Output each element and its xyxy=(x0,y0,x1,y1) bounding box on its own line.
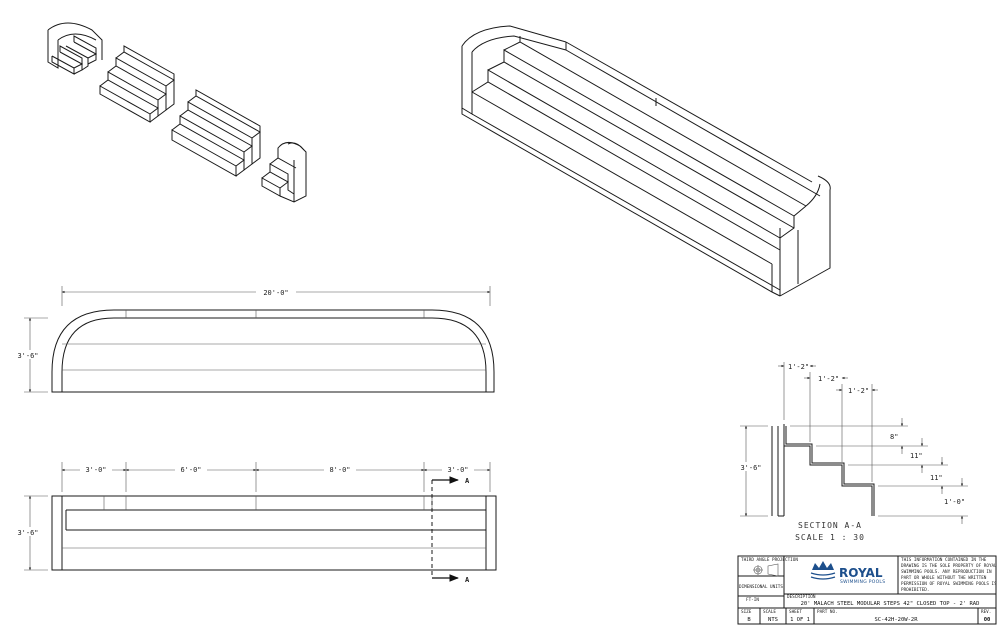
revision-label: REV. xyxy=(981,609,991,615)
title-block: THIRD ANGLE PROJECTION DIMENSIONAL UNITS… xyxy=(737,555,997,625)
assembly-isometric xyxy=(461,25,831,297)
projection-label: THIRD ANGLE PROJECTION xyxy=(741,557,798,563)
section-title: SECTION A-A xyxy=(798,521,862,530)
brand-subtitle: SWIMMING POOLS xyxy=(840,579,885,585)
section-tread-2-dimension: 1'-2" xyxy=(818,375,839,383)
section-riser-1-dimension: 8" xyxy=(890,433,898,441)
size-label: SIZE xyxy=(741,609,752,615)
front-segment-3-dimension: 8'-0" xyxy=(329,466,350,474)
front-depth-dimension: 3'-6" xyxy=(17,529,38,537)
module-straight-1-iso xyxy=(99,45,175,123)
plan-view: 20'-0" 3'-6" xyxy=(14,286,495,393)
plan-depth-dimension: 3'-6" xyxy=(17,352,38,360)
front-view: 3'-0" 6'-0" 8'-0" 3'-0" 3'-6" A A xyxy=(14,462,497,584)
front-segment-1-dimension: 3'-0" xyxy=(85,466,106,474)
notice-line-5: PERMISSION OF ROYAL SWIMMING POOLS IS xyxy=(901,581,997,587)
notice-line-3: SWIMMING POOLS. ANY REPRODUCTION IN xyxy=(901,569,992,575)
section-tread-3-dimension: 1'-2" xyxy=(848,387,869,395)
notice-line-2: DRAWING IS THE SOLE PROPERTY OF ROYAL xyxy=(901,563,997,569)
section-riser-4-dimension: 1'-0" xyxy=(944,498,965,506)
notice-line-6: PROHIBITED. xyxy=(901,587,929,593)
description-value: 20' MALACH STEEL MODULAR STEPS 42" CLOSE… xyxy=(801,601,980,607)
size-value: B xyxy=(747,617,751,623)
part-number-label: PART NO. xyxy=(817,609,838,615)
module-radius-right-iso xyxy=(261,142,307,203)
section-marker-bottom: A xyxy=(465,576,470,584)
section-riser-3-dimension: 11" xyxy=(930,474,943,482)
exploded-modules-isometric xyxy=(47,22,307,203)
brand-name: ROYAL xyxy=(839,566,883,580)
module-straight-2-iso xyxy=(171,89,261,177)
third-angle-projection-icon xyxy=(753,563,779,577)
units-label: DIMENSIONAL UNITS xyxy=(739,584,783,590)
section-a-a: 1'-2" 1'-2" 1'-2" 8" 11" 11" 1'-0" 3'-6"… xyxy=(736,362,968,542)
units-value: FT-IN xyxy=(746,597,759,603)
scale-label: SCALE xyxy=(763,609,776,615)
notice-line-4: PART OR WHOLE WITHOUT THE WRITTEN xyxy=(901,575,987,581)
royal-crown-logo-icon xyxy=(810,561,836,580)
section-height-dimension: 3'-6" xyxy=(740,464,761,472)
notice-line-1: THIS INFORMATION CONTAINED IN THE xyxy=(901,557,987,563)
revision-value: 00 xyxy=(984,617,991,623)
part-number-value: SC-42H-20W-2R xyxy=(874,617,918,623)
scale-value: NTS xyxy=(768,617,778,623)
sheet-value: 1 OF 1 xyxy=(790,617,810,623)
front-segment-2-dimension: 6'-0" xyxy=(180,466,201,474)
front-segment-4-dimension: 3'-0" xyxy=(447,466,468,474)
plan-length-dimension: 20'-0" xyxy=(263,289,288,297)
section-scale: SCALE 1 : 30 xyxy=(795,533,865,542)
section-tread-1-dimension: 1'-2" xyxy=(788,363,809,371)
section-riser-2-dimension: 11" xyxy=(910,452,923,460)
module-radius-left-iso xyxy=(47,22,103,75)
description-label: DESCRIPTION xyxy=(787,594,816,600)
section-marker-top: A xyxy=(465,477,470,485)
sheet-label: SHEET xyxy=(789,609,802,615)
